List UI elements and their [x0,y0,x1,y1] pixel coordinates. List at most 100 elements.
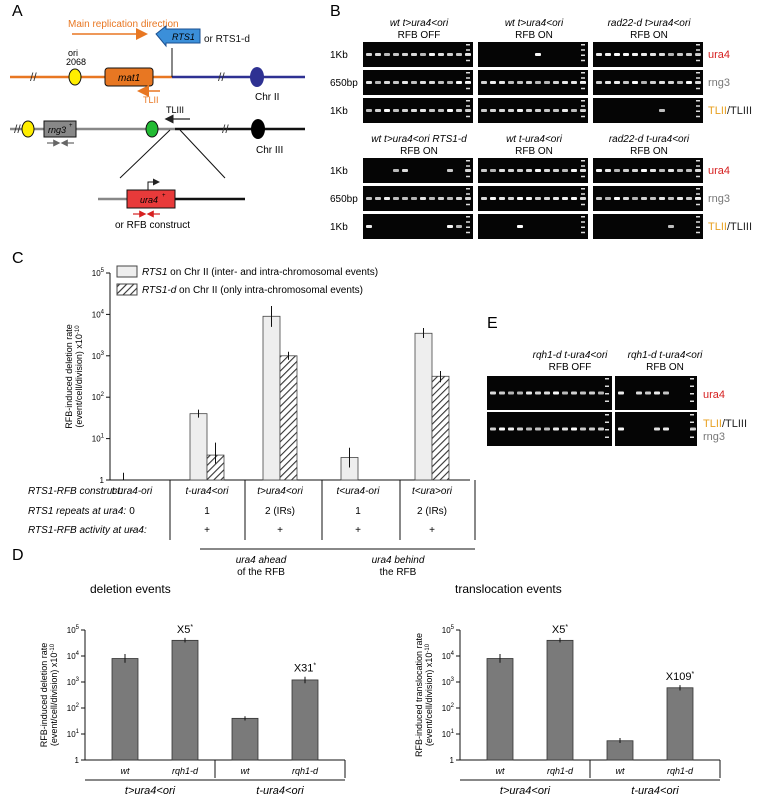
ori-label: ori [68,48,78,58]
ladder-band [696,216,700,218]
row-label-rng3: rng3 [703,431,725,443]
ladder-band [696,160,700,162]
chr3-break-left: // [14,122,21,136]
gel-band [429,109,435,112]
construct-label: t<ura4-ori [336,486,380,497]
gel-band [663,391,669,395]
ladder-band [466,160,470,162]
bar [231,717,259,761]
ladder-band [581,54,585,56]
gel-band [438,81,444,84]
gel-band [650,169,656,172]
fold-annotation: X31* [294,663,317,675]
gel-band [544,391,550,395]
ladder-band [466,115,470,118]
y-tick-label: 1 [100,476,105,485]
row-label: RTS1-RFB activity at ura4: [28,525,147,536]
ladder-band [581,44,585,46]
group-label-behind-line2: the RFB [380,567,417,578]
chr2-centromere-oval [250,67,264,87]
group-label: t-ura4<ori [631,785,679,797]
gel-strip-bg [478,186,588,211]
activity-label: + [355,525,361,536]
y-axis-label-line2: (event/cell/division) x10-10 [74,325,84,428]
size-marker: 1Kb [330,50,348,61]
gel-strip [363,214,473,239]
gel-band [429,81,435,84]
gel-band [605,81,611,84]
rts1-label: RTS1 [172,32,195,42]
group-label-behind-line1: ura4 behind [372,555,425,566]
gel-strip [363,42,473,67]
legend-swatch-rts1d [116,283,138,296]
ladder-band [466,54,470,56]
repeats-label: 1 [204,506,210,517]
row-label-tlii-tliii: TLII/TLIII [708,221,752,233]
gel-band [508,169,514,172]
panel-letter-b: B [330,3,341,20]
ladder-band [690,393,694,395]
zoom-line-left [119,129,171,179]
bar [546,639,574,761]
activity-label: - [130,525,133,536]
gel-band [411,81,417,84]
gel-strip-bg [478,42,588,67]
gel-strip [593,158,703,183]
ladder-band [605,421,609,423]
gel-band [580,427,586,431]
gel-band [375,109,381,112]
ladder-band [605,393,609,395]
gel-band [535,169,541,172]
gel-band [659,81,665,84]
rng3-label: rng3 [48,125,66,135]
bar [171,639,199,761]
ladder-band [605,436,609,438]
ladder-band [466,110,470,112]
ladder-band [581,198,585,200]
ladder-band [605,429,609,431]
ladder-band [466,170,470,172]
gel-e-strip [487,412,612,446]
gel-strip [478,42,588,67]
group-label-ahead-line2: of the RFB [237,567,285,578]
ladder-band [581,170,585,172]
gel-band [668,81,674,84]
ladder-band [581,105,585,107]
mat1-label: mat1 [118,73,140,84]
gel-band [553,197,559,200]
gel-strip-bg [363,186,473,211]
gel-band [508,391,514,395]
ladder-band [696,82,700,84]
gel-band [650,197,656,200]
gel-group-label-line2: RFB ON [515,146,553,157]
gel-band [447,197,453,200]
y-tick-label: 1 [75,756,80,765]
gel-strip-bg [478,98,588,123]
gel-band [366,81,372,84]
activity-label: + [429,525,435,536]
construct-label: t>ura4<ori [257,486,303,497]
mat1-box [104,67,154,87]
gel-band [614,169,620,172]
gel-band [393,81,399,84]
gel-band [654,391,660,395]
y-tick-label: 101 [92,434,105,444]
gel-band [544,109,550,112]
gel-strip-bg [363,42,473,67]
bar [486,658,514,761]
gel-band [481,81,487,84]
ura4-label: ura4 [140,195,158,205]
gel-band [632,81,638,84]
y-tick-label: 104 [442,651,455,661]
gel-band [596,81,602,84]
ladder-band [690,414,694,416]
y-tick-label: 103 [442,677,455,687]
gel-band [580,391,586,395]
gel-band [641,169,647,172]
x-category-label: wt [616,766,625,776]
gel-band [659,53,665,56]
row-label-rng3: rng3 [708,77,730,89]
chr2-break-left: // [30,70,37,84]
repeats-label: 2 (IRs) [417,506,447,517]
gel-band [402,53,408,56]
